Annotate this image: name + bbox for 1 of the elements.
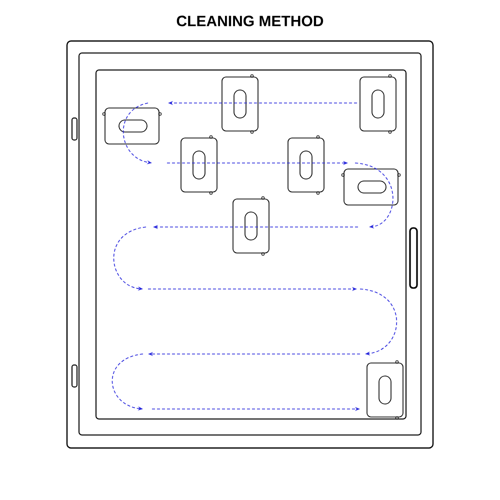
title: CLEANING METHOD <box>176 16 324 26</box>
